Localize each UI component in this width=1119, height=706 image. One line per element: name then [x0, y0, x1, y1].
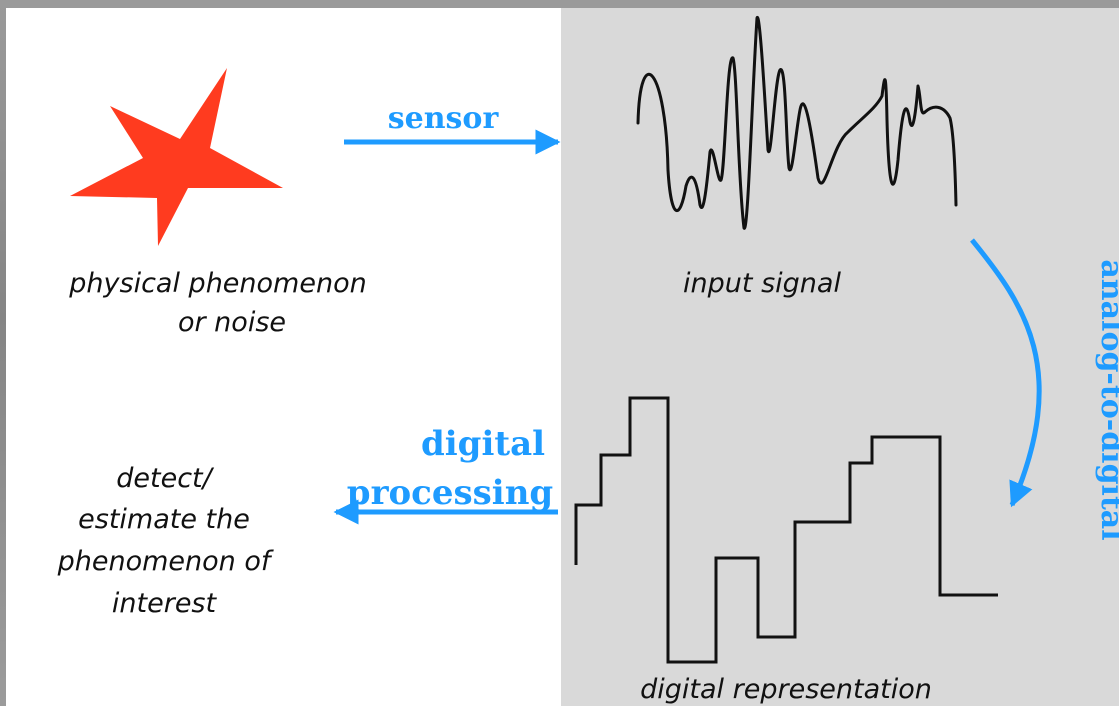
sensor-label: sensor — [388, 101, 500, 136]
digital-processing-label-line2: processing — [347, 473, 553, 513]
estimate-label-line1: detect/ — [116, 463, 214, 494]
analog-to-digital-arrow — [970, 238, 1042, 508]
estimate-label-line2: estimate the — [78, 504, 250, 535]
analog-to-digital-label: analog-to-digital — [1094, 259, 1119, 540]
analog-waveform — [636, 16, 958, 230]
digital-step-waveform — [574, 396, 998, 664]
right-panel — [561, 8, 1119, 706]
left-panel — [6, 8, 561, 706]
input-signal-label: input signal — [683, 268, 841, 299]
star-icon — [70, 68, 283, 246]
digital-representation-label: digital representation — [640, 674, 932, 705]
estimate-label-line4: interest — [112, 588, 218, 619]
phenomenon-label-line1: physical phenomenon — [68, 268, 366, 299]
digital-processing-label-line1: digital — [421, 424, 545, 464]
phenomenon-label-line2: or noise — [178, 307, 286, 338]
estimate-label-line3: phenomenon of — [57, 546, 274, 577]
